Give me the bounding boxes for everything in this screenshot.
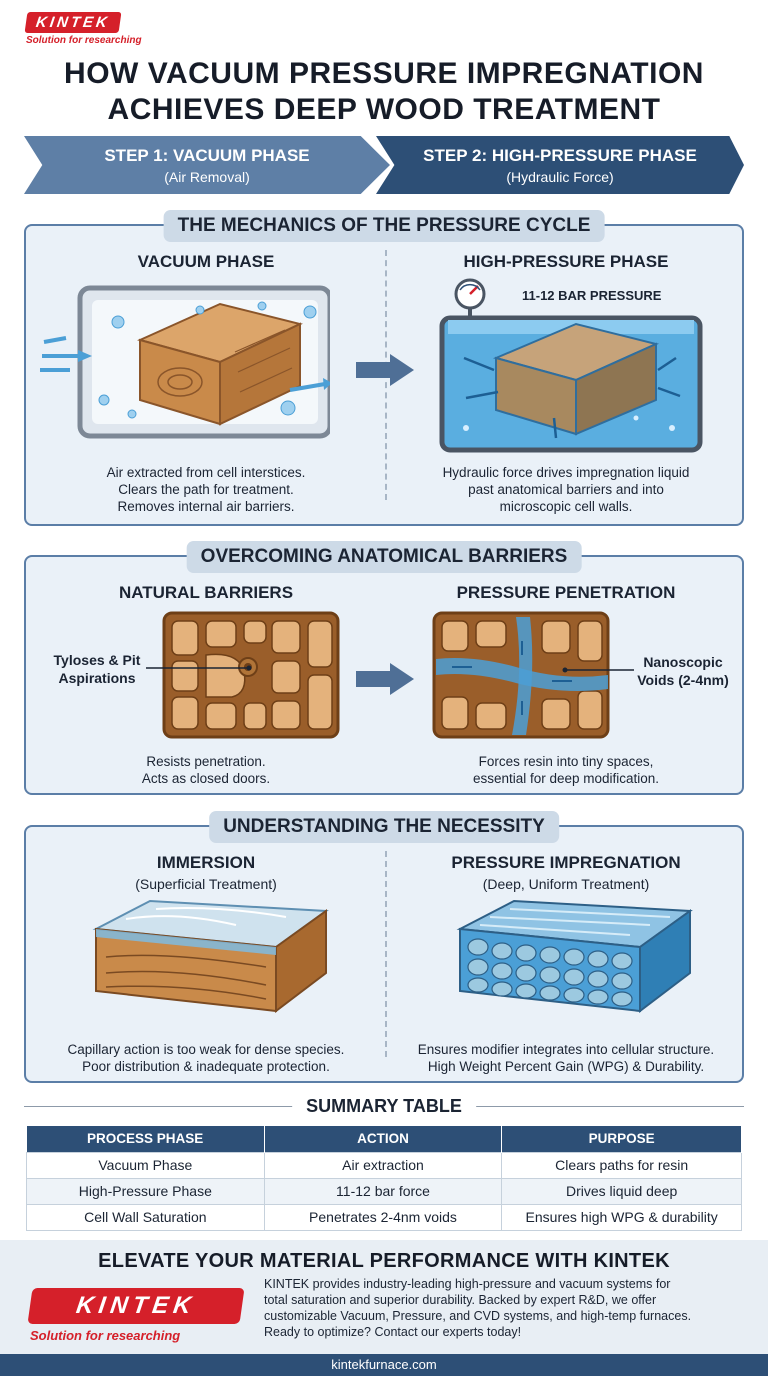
table-header-cell: PURPOSE xyxy=(501,1126,742,1152)
table-cell: Air extraction xyxy=(263,1151,503,1179)
pressure-impregnation-description: Ensures modifier integrates into cellula… xyxy=(386,1041,746,1075)
step-1-banner: STEP 1: VACUUM PHASE (Air Removal) xyxy=(24,136,390,194)
wood-cell-barrier-illustration xyxy=(162,611,340,739)
natural-barriers-column: NATURAL BARRIERS xyxy=(26,557,386,793)
vacuum-phase-title: VACUUM PHASE xyxy=(137,252,275,271)
table-cell: Vacuum Phase xyxy=(26,1151,265,1179)
footer-text-line: Ready to optimize? Contact our experts t… xyxy=(264,1325,522,1339)
callout-line-text: Aspirations xyxy=(58,670,136,686)
table-row: Cell Wall Saturation Penetrates 2-4nm vo… xyxy=(26,1203,742,1231)
vacuum-phase-description: Air extracted from cell interstices. Cle… xyxy=(26,464,386,515)
footer-logo: KINTEK Solution for researching xyxy=(27,1288,245,1343)
summary-heading: SUMMARY TABLE xyxy=(292,1096,476,1117)
table-cell: Ensures high WPG & durability xyxy=(501,1203,742,1231)
barrier-desc-line: Acts as closed doors. xyxy=(141,771,271,786)
step-2-title: STEP 2: HIGH-PRESSURE PHASE xyxy=(423,146,697,165)
footer-brand-name: KINTEK xyxy=(27,1288,245,1324)
impregnation-desc-line: High Weight Percent Gain (WPG) & Durabil… xyxy=(427,1059,705,1074)
title-line-1: HOW VACUUM PRESSURE IMPREGNATION xyxy=(64,57,704,90)
penetration-desc-line: Forces resin into tiny spaces, xyxy=(478,754,654,769)
website-link[interactable]: kintekfurnace.com xyxy=(0,1354,768,1376)
step-1-subtitle: (Air Removal) xyxy=(164,169,250,185)
immersion-title: IMMERSION xyxy=(156,853,256,872)
impregnated-block-illustration xyxy=(456,899,693,1014)
callout-line xyxy=(146,665,252,671)
barriers-panel: OVERCOMING ANATOMICAL BARRIERS NATURAL B… xyxy=(24,541,746,795)
table-cell: High-Pressure Phase xyxy=(26,1177,265,1205)
footer-text-line: total saturation and superior durability… xyxy=(264,1293,657,1307)
table-row: High-Pressure Phase 11-12 bar force Driv… xyxy=(26,1177,742,1205)
high-pressure-description: Hydraulic force drives impregnation liqu… xyxy=(386,464,746,515)
impregnation-desc-line: Ensures modifier integrates into cellula… xyxy=(417,1042,715,1057)
callout-line-text: Voids (2-4nm) xyxy=(637,672,729,688)
callout-line-text: Nanoscopic xyxy=(643,654,723,670)
brand-logo: KINTEK Solution for researching xyxy=(24,12,142,46)
table-header-cell: PROCESS PHASE xyxy=(26,1126,265,1152)
footer-brand-tagline: Solution for researching xyxy=(30,1328,181,1343)
immersion-column: IMMERSION (Superficial Treatment) Capill… xyxy=(26,827,386,1081)
pressure-impregnation-column: PRESSURE IMPREGNATION (Deep, Uniform Tre… xyxy=(386,827,746,1081)
table-cell: Clears paths for resin xyxy=(501,1151,742,1179)
necessity-panel: UNDERSTANDING THE NECESSITY IMMERSION (S… xyxy=(24,811,746,1083)
footer-title: ELEVATE YOUR MATERIAL PERFORMANCE WITH K… xyxy=(98,1250,670,1272)
right-arrow-icon xyxy=(356,663,414,695)
brand-tagline: Solution for researching xyxy=(26,35,142,46)
callout-line xyxy=(562,667,634,673)
pressure-penetration-column: PRESSURE PENETRATION Nanoscopic xyxy=(386,557,746,793)
barriers-heading: OVERCOMING ANATOMICAL BARRIERS xyxy=(186,541,582,573)
table-header-row: PROCESS PHASE ACTION PURPOSE xyxy=(26,1126,742,1152)
step-1-title: STEP 1: VACUUM PHASE xyxy=(104,146,310,165)
immersion-desc-line: Capillary action is too weak for dense s… xyxy=(67,1042,345,1057)
summary-table: PROCESS PHASE ACTION PURPOSE Vacuum Phas… xyxy=(26,1126,742,1231)
table-cell: Cell Wall Saturation xyxy=(26,1203,265,1231)
pressure-penetration-description: Forces resin into tiny spaces, essential… xyxy=(386,753,746,787)
immersion-description: Capillary action is too weak for dense s… xyxy=(26,1041,386,1075)
pressure-penetration-title: PRESSURE PENETRATION xyxy=(456,583,676,602)
vacuum-desc-line: Removes internal air barriers. xyxy=(117,499,295,514)
step-2-subtitle: (Hydraulic Force) xyxy=(506,169,614,185)
pressure-impregnation-title: PRESSURE IMPREGNATION xyxy=(451,853,681,872)
page-title: HOW VACUUM PRESSURE IMPREGNATION ACHIEVE… xyxy=(0,56,768,128)
right-arrow-icon xyxy=(356,354,414,386)
nanoscopic-voids-callout: Nanoscopic Voids (2-4nm) xyxy=(628,653,738,689)
step-2-banner: STEP 2: HIGH-PRESSURE PHASE (Hydraulic F… xyxy=(376,136,744,194)
tyloses-callout: Tyloses & Pit Aspirations xyxy=(44,651,150,687)
footer-description: KINTEK provides industry-leading high-pr… xyxy=(264,1276,754,1340)
barrier-desc-line: Resists penetration. xyxy=(146,754,266,769)
panel-divider xyxy=(385,851,387,1057)
footer-text-line: KINTEK provides industry-leading high-pr… xyxy=(264,1277,671,1291)
pressure-desc-line: past anatomical barriers and into xyxy=(468,482,664,497)
high-pressure-column: HIGH-PRESSURE PHASE 11-12 BAR PRESSURE H… xyxy=(386,226,746,524)
pressure-desc-line: microscopic cell walls. xyxy=(499,499,633,514)
vacuum-desc-line: Air extracted from cell interstices. xyxy=(106,465,306,480)
callout-line-text: Tyloses & Pit xyxy=(53,652,141,668)
vacuum-chamber-illustration xyxy=(40,285,330,439)
pressure-vessel-illustration xyxy=(439,278,703,453)
brand-name: KINTEK xyxy=(24,12,122,33)
necessity-heading: UNDERSTANDING THE NECESSITY xyxy=(209,811,559,843)
table-header-cell: ACTION xyxy=(264,1126,503,1152)
table-cell: 11-12 bar force xyxy=(263,1177,503,1205)
vacuum-desc-line: Clears the path for treatment. xyxy=(118,482,294,497)
immersion-desc-line: Poor distribution & inadequate protectio… xyxy=(82,1059,330,1074)
penetration-desc-line: essential for deep modification. xyxy=(472,771,660,786)
pressure-desc-line: Hydraulic force drives impregnation liqu… xyxy=(442,465,690,480)
mechanics-panel: THE MECHANICS OF THE PRESSURE CYCLE VACU… xyxy=(24,210,746,526)
high-pressure-title: HIGH-PRESSURE PHASE xyxy=(463,252,669,271)
vacuum-phase-column: VACUUM PHASE Air extracted from cell int… xyxy=(26,226,386,524)
table-cell: Penetrates 2-4nm voids xyxy=(263,1203,503,1231)
footer-text-line: customizable Vacuum, Pressure, and CVD s… xyxy=(264,1309,692,1323)
immersion-block-illustration xyxy=(92,899,329,1014)
title-line-2: ACHIEVES DEEP WOOD TREATMENT xyxy=(107,93,661,126)
pressure-label: 11-12 BAR PRESSURE xyxy=(522,288,662,303)
table-cell: Drives liquid deep xyxy=(501,1177,742,1205)
table-row: Vacuum Phase Air extraction Clears paths… xyxy=(26,1151,742,1179)
immersion-subtitle: (Superficial Treatment) xyxy=(135,876,277,892)
natural-barriers-title: NATURAL BARRIERS xyxy=(118,583,294,602)
resin-penetration-illustration xyxy=(432,611,610,739)
natural-barriers-description: Resists penetration. Acts as closed door… xyxy=(26,753,386,787)
mechanics-heading: THE MECHANICS OF THE PRESSURE CYCLE xyxy=(163,210,605,242)
footer-cta: ELEVATE YOUR MATERIAL PERFORMANCE WITH K… xyxy=(0,1240,768,1354)
pressure-impregnation-subtitle: (Deep, Uniform Treatment) xyxy=(482,876,650,892)
